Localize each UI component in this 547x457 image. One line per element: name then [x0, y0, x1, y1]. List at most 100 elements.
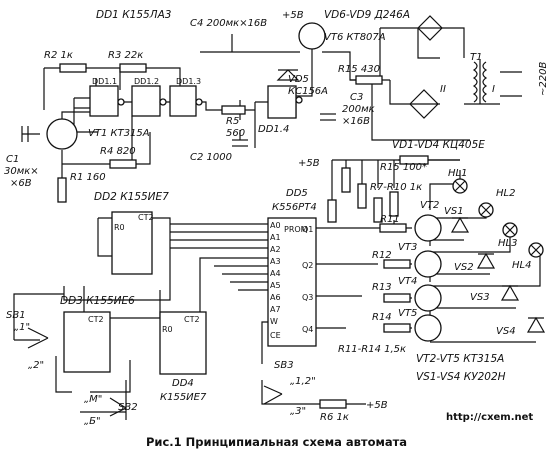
label-vd1-vd4: VD1-VD4 КЦ405Е [392, 139, 485, 151]
dd1-3-gate [169, 85, 197, 117]
label-r12: R12 [372, 250, 392, 261]
label-r11-r14: R11-R14 1,5к [338, 344, 406, 355]
label-plus5-top: +5В [282, 10, 304, 21]
label-vd5-type: КС156А [288, 86, 328, 97]
label-c1-val: 30мк× [4, 166, 39, 177]
r11-resistor [379, 223, 407, 233]
website-url: http://cxem.net [446, 412, 533, 423]
dd5-pin-a7: A7 [270, 305, 281, 314]
label-dd3: DD3 К155ИЕ6 [60, 295, 135, 307]
label-sb1-2: „2" [28, 360, 44, 371]
r13-resistor [383, 293, 411, 303]
label-vt3: VT3 [398, 242, 417, 253]
label-r7-r10: R7-R10 1к [370, 182, 422, 193]
vt1-transistor [46, 118, 78, 150]
dd5-pin-a6: A6 [270, 293, 281, 302]
vt6-transistor [298, 22, 326, 50]
label-c3-val: 200мк [342, 104, 375, 115]
dd1-1-gate [89, 85, 119, 117]
label-hl4: HL4 [512, 260, 531, 271]
label-dd1-1: DD1.1 [92, 77, 117, 86]
dd5-w-label: W [270, 317, 278, 326]
label-vt-types: VT2-VT5 КТ315А [416, 353, 504, 365]
dd5-pin-a1: A1 [270, 233, 281, 242]
dd2-ct2-label: CT2 [138, 213, 154, 222]
r7-resistor [341, 167, 351, 193]
label-vt2: VT2 [420, 200, 439, 211]
r8-resistor [357, 183, 367, 209]
label-plus5-bot: +5В [366, 400, 388, 411]
label-t1: T1 [470, 52, 482, 63]
sb2-switch [109, 397, 127, 417]
label-c1-volt: ×6В [10, 178, 32, 189]
label-c1: C1 [6, 154, 19, 165]
label-r13: R13 [372, 282, 392, 293]
label-r4: R4 820 [100, 146, 136, 157]
label-sb3-3: „3" [290, 406, 306, 417]
vt4-transistor [414, 284, 442, 312]
label-vs4: VS4 [496, 326, 516, 337]
label-dd4-type: К155ИЕ7 [160, 392, 207, 403]
label-dd1-2: DD1.2 [134, 77, 159, 86]
hl3-lamp [502, 222, 518, 238]
r1-resistor [57, 177, 67, 203]
vt5-transistor [414, 314, 442, 342]
label-r11: R11 [380, 214, 400, 225]
label-t1-i: I [492, 84, 495, 95]
dd3-ct2-label: CT2 [88, 315, 104, 324]
label-vs1: VS1 [444, 206, 464, 217]
label-vd6-vd9: VD6-VD9 Д246А [324, 9, 410, 21]
r14-resistor [383, 323, 411, 333]
vd5-zener-diode [276, 69, 300, 81]
label-c2: C2 1000 [190, 152, 232, 163]
label-sb2-b: „Б" [84, 416, 101, 427]
dd5-pin-q2: Q2 [302, 261, 313, 270]
vt3-transistor [414, 250, 442, 278]
label-r6: R6 1к [320, 412, 349, 423]
label-sb2: SB2 [118, 402, 138, 413]
label-r2: R2 1к [44, 50, 73, 61]
label-c4: C4 200мк×16В [190, 18, 267, 29]
dd1-2-inverter-bubble [159, 98, 167, 106]
label-c3: C3 [350, 92, 363, 103]
label-vd5: VD5 [288, 74, 309, 85]
label-sb1-1: „1" [14, 322, 30, 333]
dd5-pin-a2: A2 [270, 245, 281, 254]
label-plus5-mid: +5В [298, 158, 320, 169]
figure-caption: Рис.1 Принципиальная схема автомата [146, 435, 407, 449]
dd5-ce-label: CE [270, 331, 281, 340]
r3-resistor [119, 63, 147, 73]
dd1-2-gate [131, 85, 161, 117]
dd1-4-inverter-bubble [295, 96, 303, 104]
r12-resistor [383, 259, 411, 269]
label-r15-430: R15 430 [338, 64, 380, 75]
dd5-pin-q1: Q1 [302, 225, 313, 234]
r5-resistor [221, 105, 246, 115]
vt2-transistor [414, 214, 442, 242]
label-r15-100: R15 100* [380, 162, 427, 173]
sb3-switch [263, 385, 283, 405]
label-r5: R5 [226, 116, 239, 127]
dd4-ct2-label: CT2 [184, 315, 200, 324]
dd5-pin-a5: A5 [270, 281, 281, 290]
label-prom: PROM [284, 225, 308, 234]
r10-resistor [389, 191, 399, 217]
hl2-lamp [478, 202, 494, 218]
label-sb3-12: „1,2" [290, 376, 316, 387]
dd5-pin-a3: A3 [270, 257, 281, 266]
label-vt4: VT4 [398, 276, 417, 287]
label-dd5: DD5 [286, 188, 308, 199]
label-vs3: VS3 [470, 292, 490, 303]
label-r3: R3 22к [108, 50, 143, 61]
label-dd4: DD4 [172, 378, 194, 389]
label-vt6: VT6 КТ807А [324, 32, 386, 43]
c2-capacitor [232, 139, 248, 147]
label-r14: R14 [372, 312, 392, 323]
dd5-pin-a0: A0 [270, 221, 281, 230]
r9-resistor [373, 197, 383, 223]
dd5-address-pins: A0 A1 A2 A3 A4 A5 A6 A7 [270, 221, 281, 314]
dd4-r0-label: R0 [162, 325, 173, 334]
r6-resistor [319, 399, 347, 409]
hl4-lamp [528, 242, 544, 258]
